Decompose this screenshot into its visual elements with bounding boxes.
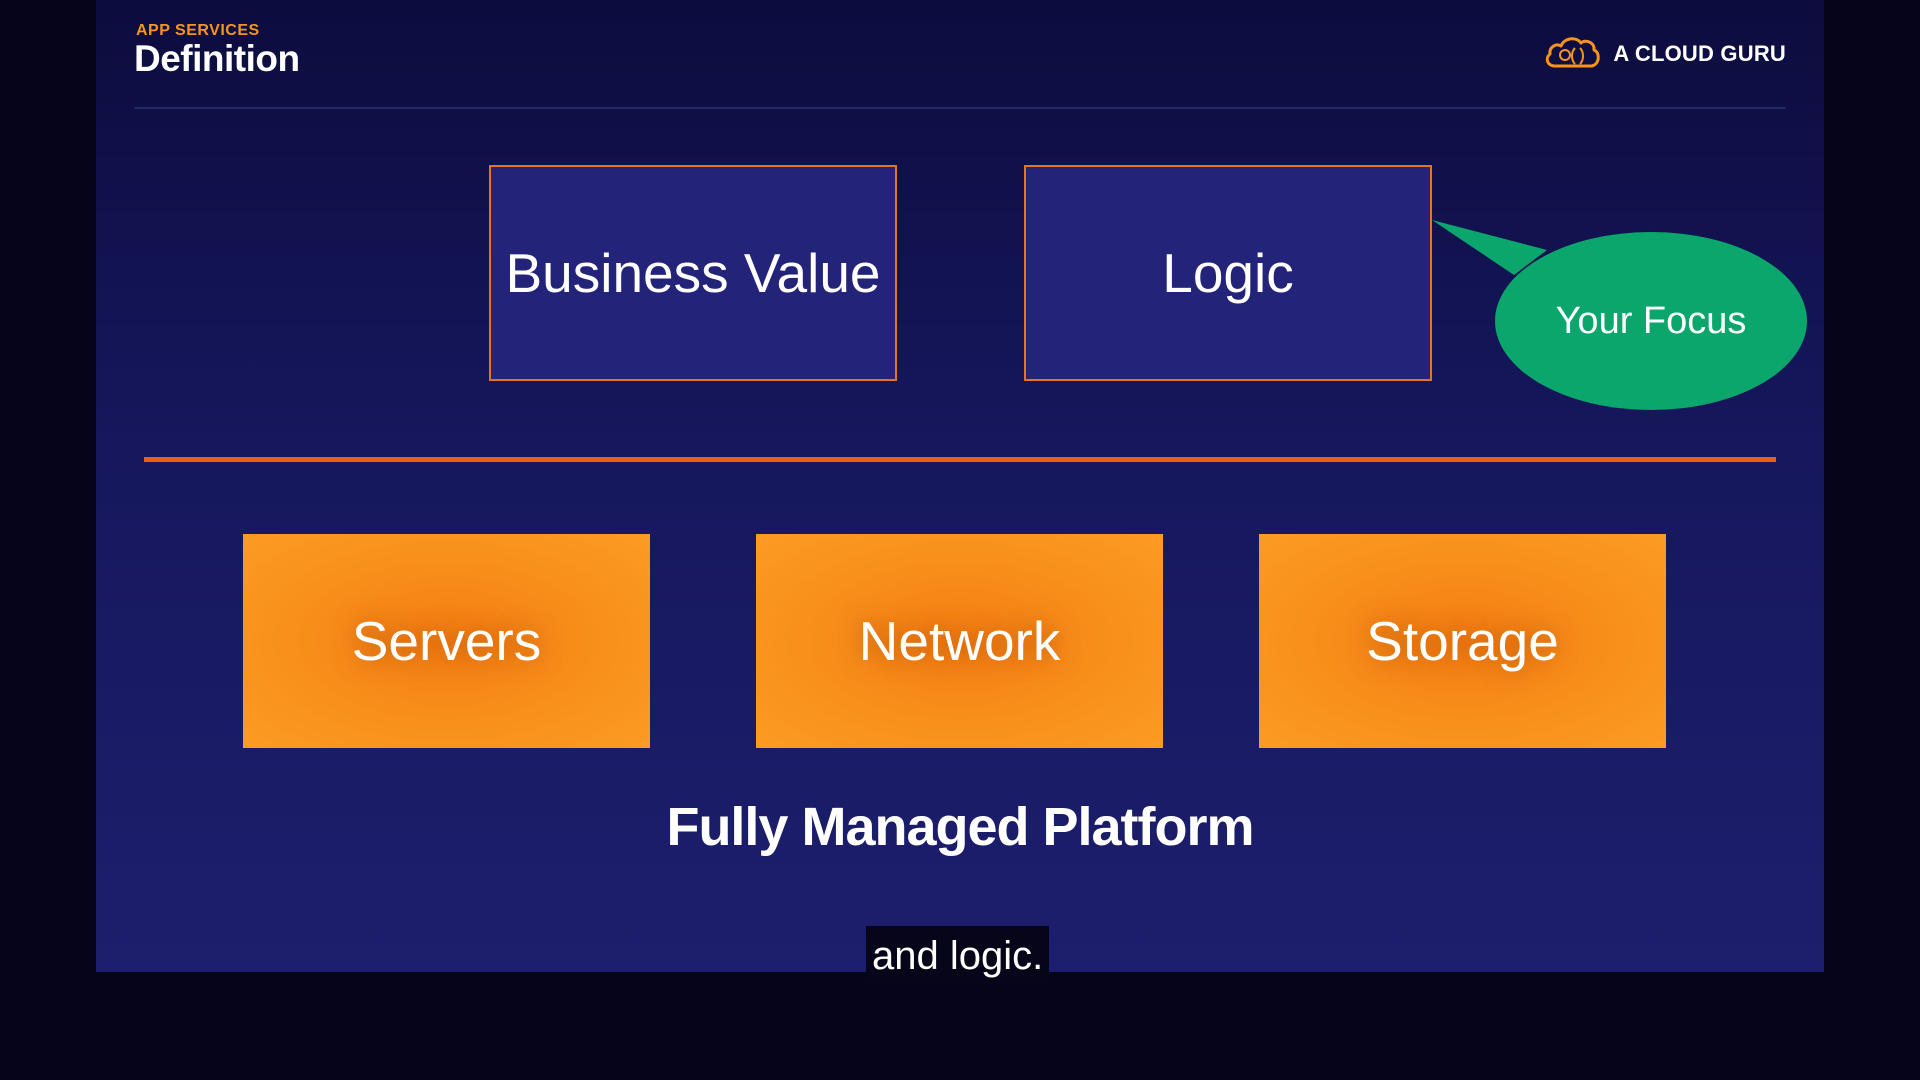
your-focus-speech-bubble: [1432, 220, 1807, 410]
cloud-logo-icon: [1543, 34, 1601, 75]
logic-label: Logic: [1162, 242, 1294, 304]
platform-divider: [144, 457, 1776, 462]
brand-logo: A CLOUD GURU: [1543, 34, 1786, 74]
your-focus-label: Your Focus: [1555, 299, 1747, 342]
business-value-box: Business Value: [489, 165, 897, 381]
slide: APP SERVICES Definition A CLOUD GURU Bus…: [96, 0, 1824, 972]
brand-name: A CLOUD GURU: [1613, 41, 1786, 66]
servers-label: Servers: [351, 610, 542, 672]
business-value-label: Business Value: [505, 242, 881, 304]
logic-box: Logic: [1024, 165, 1432, 381]
storage-box: Storage: [1259, 534, 1666, 748]
storage-label: Storage: [1366, 610, 1559, 672]
section-label: APP SERVICES: [136, 22, 260, 39]
network-label: Network: [858, 610, 1061, 672]
servers-box: Servers: [243, 534, 650, 748]
subtitle-caption: and logic.: [866, 926, 1050, 986]
slide-title: Definition: [134, 38, 300, 79]
fully-managed-platform-label: Fully Managed Platform: [666, 797, 1254, 857]
header-divider: [134, 107, 1786, 109]
network-box: Network: [756, 534, 1163, 748]
